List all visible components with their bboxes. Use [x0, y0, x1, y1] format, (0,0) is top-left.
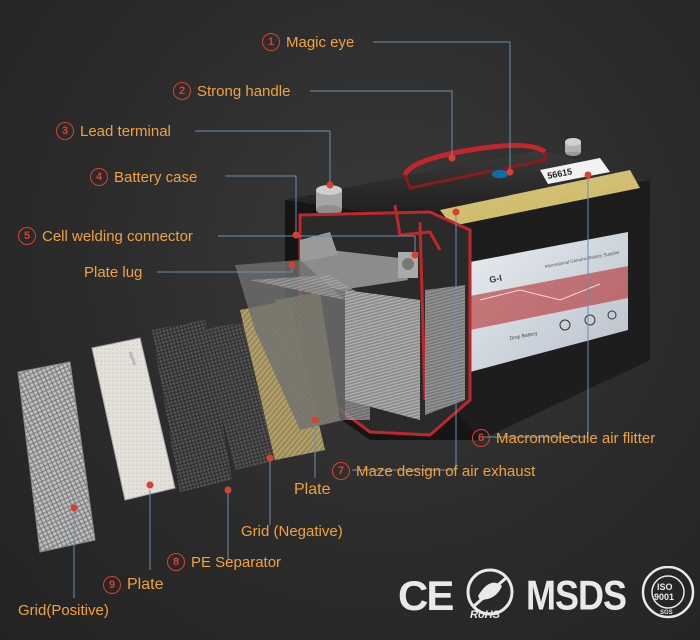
- callout-number: 1: [262, 33, 280, 51]
- svg-text:G-I: G-I: [488, 273, 502, 285]
- callout-plate-upper: Plate: [294, 482, 330, 498]
- svg-text:56615: 56615: [546, 166, 572, 181]
- callout-macromolecule-air-filter: 6 Macromolecule air flitter: [472, 429, 655, 447]
- exploded-plates: [17, 260, 370, 553]
- callout-number: 5: [18, 227, 36, 245]
- callout-magic-eye: 1 Magic eye: [262, 33, 354, 51]
- callout-pe-separator: 8 PE Separator: [167, 553, 281, 571]
- callout-maze-design: 7 Maze design of air exhaust: [332, 462, 535, 480]
- callout-text: Grid (Negative): [241, 523, 343, 540]
- svg-text:RoHS: RoHS: [470, 609, 501, 620]
- callout-number: 4: [90, 168, 108, 186]
- callout-grid-positive: Grid(Positive): [18, 603, 109, 618]
- callout-text: Strong handle: [197, 82, 291, 100]
- rohs-logo: RoHS: [466, 568, 514, 620]
- svg-text:SGS: SGS: [660, 610, 673, 616]
- callout-grid-negative: Grid (Negative): [241, 524, 343, 539]
- callout-text: Grid(Positive): [18, 602, 109, 619]
- callout-text: Plate: [294, 481, 331, 498]
- ce-mark-logo: CE: [398, 572, 453, 619]
- svg-text:Drop Battery: Drop Battery: [509, 331, 538, 342]
- callout-text: Magic eye: [286, 33, 355, 51]
- callout-text: Battery case: [114, 168, 198, 186]
- callout-text: PE Separator: [191, 553, 282, 571]
- callout-text: Maze design of air exhaust: [356, 462, 536, 480]
- callout-number: 9: [103, 576, 121, 594]
- callout-number: 6: [472, 429, 490, 447]
- callout-text: Plate: [127, 576, 164, 593]
- callout-text: Cell welding connector: [42, 227, 193, 245]
- callout-strong-handle: 2 Strong handle: [173, 82, 290, 100]
- callout-number: 7: [332, 462, 350, 480]
- callout-number: 3: [56, 122, 74, 140]
- svg-text:ISO: ISO: [657, 582, 673, 592]
- callout-text: Plate lug: [84, 264, 143, 281]
- callout-cell-welding-connector: 5 Cell welding connector: [18, 227, 193, 245]
- svg-text:9001: 9001: [654, 592, 674, 602]
- callout-plate-lug: Plate lug: [84, 265, 142, 280]
- msds-logo: MSDS: [526, 573, 626, 619]
- iso-9001-seal: ISO 9001 SGS: [641, 566, 695, 619]
- callout-plate-lower: 9 Plate: [103, 576, 163, 594]
- callout-text: Lead terminal: [80, 122, 171, 140]
- leader-lines: [73, 41, 589, 598]
- callout-number: 2: [173, 82, 191, 100]
- callout-number: 8: [167, 553, 185, 571]
- callout-battery-case: 4 Battery case: [90, 168, 197, 186]
- callout-text: Macromolecule air flitter: [496, 429, 656, 447]
- certification-logos: CE RoHS MSDS ISO 9001 SGS: [398, 566, 698, 620]
- callout-lead-terminal: 3 Lead terminal: [56, 122, 171, 140]
- leader-dots: [70, 154, 592, 512]
